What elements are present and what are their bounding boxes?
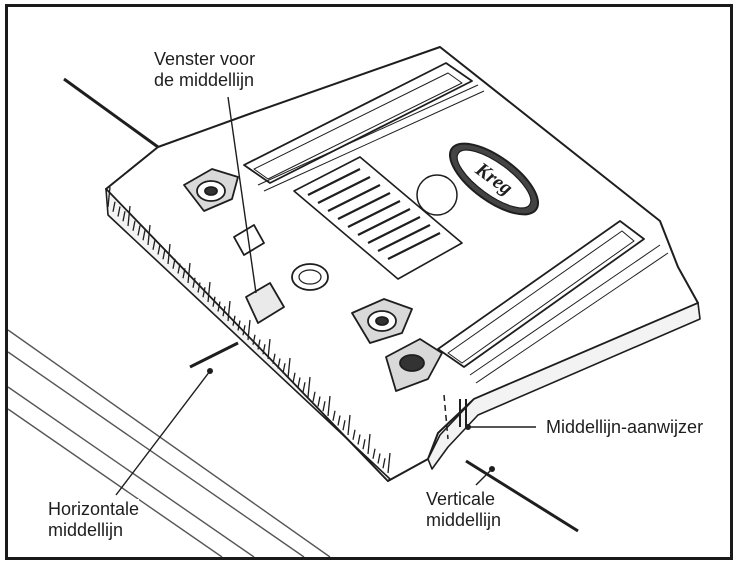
ruler-tick: [307, 376, 311, 398]
ruler-tick: [287, 357, 291, 379]
vertical-centerline: [443, 394, 579, 533]
label-horizontal-centerline: Horizontale middellijn: [48, 499, 140, 541]
ruler-tick: [112, 201, 116, 212]
ruler-tick: [117, 206, 121, 217]
label-line: Verticale: [426, 489, 496, 509]
ruler-tick: [172, 258, 176, 269]
ruler-tick: [367, 433, 371, 455]
ruler-tick: [242, 325, 246, 336]
lower-knob: [351, 298, 443, 392]
jig-body: [105, 46, 701, 482]
label-line: middellijn: [48, 520, 124, 540]
ruler-tick: [302, 382, 306, 393]
ruler-tick: [147, 224, 151, 246]
ruler-tick: [212, 296, 216, 307]
ruler-tick: [122, 211, 126, 222]
kreg-logo: Kreg: [448, 142, 540, 216]
ruler-tick: [202, 287, 206, 298]
ruler-tick: [152, 239, 156, 250]
label-vertical-centerline: Verticale middellijn: [426, 489, 502, 531]
leader-lines: [115, 96, 536, 496]
ruler-tick: [322, 401, 326, 412]
ruler-tick: [282, 363, 286, 374]
ruler-tick: [382, 458, 386, 469]
label-line: Venster voor: [154, 49, 256, 69]
ruler-tick: [142, 230, 146, 241]
label-line: Horizontale: [48, 499, 140, 519]
ruler-tick: [177, 263, 181, 274]
ruler-tick: [197, 282, 201, 293]
label-centerline-window: Venster voor de middellijn: [154, 49, 256, 91]
ruler-tick: [347, 414, 351, 436]
ruler-tick: [387, 452, 391, 474]
ruler-tick: [297, 377, 301, 388]
ruler-tick: [137, 225, 141, 236]
ruler-tick: [162, 249, 166, 260]
ruler-tick: [217, 301, 221, 312]
workpiece-board: [8, 329, 331, 557]
ruler-tick: [277, 358, 281, 369]
ruler-tick: [312, 391, 316, 402]
ruler-scale: [107, 186, 391, 474]
ruler-tick: [257, 339, 261, 350]
ruler-tick: [292, 372, 296, 383]
ruler-tick: [252, 334, 256, 345]
ruler-tick: [372, 448, 376, 459]
ruler-tick: [342, 420, 346, 431]
ruler-tick: [187, 262, 191, 284]
ruler-tick: [182, 268, 186, 279]
ruler-tick: [247, 319, 251, 341]
label-line: de middellijn: [154, 70, 255, 90]
ruler-tick: [157, 244, 161, 255]
label-line: Middellijn-aanwijzer: [546, 417, 704, 437]
ruler-tick: [362, 439, 366, 450]
label-line: middellijn: [426, 510, 502, 530]
ruler-tick: [352, 429, 356, 440]
ruler-tick: [317, 396, 321, 407]
ruler-tick: [337, 415, 341, 426]
ruler-tick: [267, 338, 271, 360]
ruler-tick: [132, 220, 136, 231]
ruler-tick: [332, 410, 336, 421]
jig-illustration: Kreg: [8, 46, 701, 557]
ruler-tick: [377, 453, 381, 464]
ruler-tick: [272, 353, 276, 364]
ruler-tick: [127, 205, 131, 227]
ruler-tick: [222, 306, 226, 317]
illustration-frame: Kreg Venster voor de middellijn Midd: [5, 4, 733, 560]
upper-knob: [183, 168, 265, 256]
ruler-tick: [262, 344, 266, 355]
ruler-tick: [192, 277, 196, 288]
centerline-pointer: [459, 399, 467, 427]
ruler-tick: [357, 434, 361, 445]
ruler-tick: [227, 300, 231, 322]
ruler-tick: [327, 395, 331, 417]
label-centerline-pointer: Middellijn-aanwijzer: [546, 417, 704, 438]
ruler-tick: [207, 281, 211, 303]
ruler-tick: [167, 243, 171, 265]
ruler-tick: [232, 315, 236, 326]
ruler-tick: [107, 186, 111, 208]
ruler-tick: [237, 320, 241, 331]
